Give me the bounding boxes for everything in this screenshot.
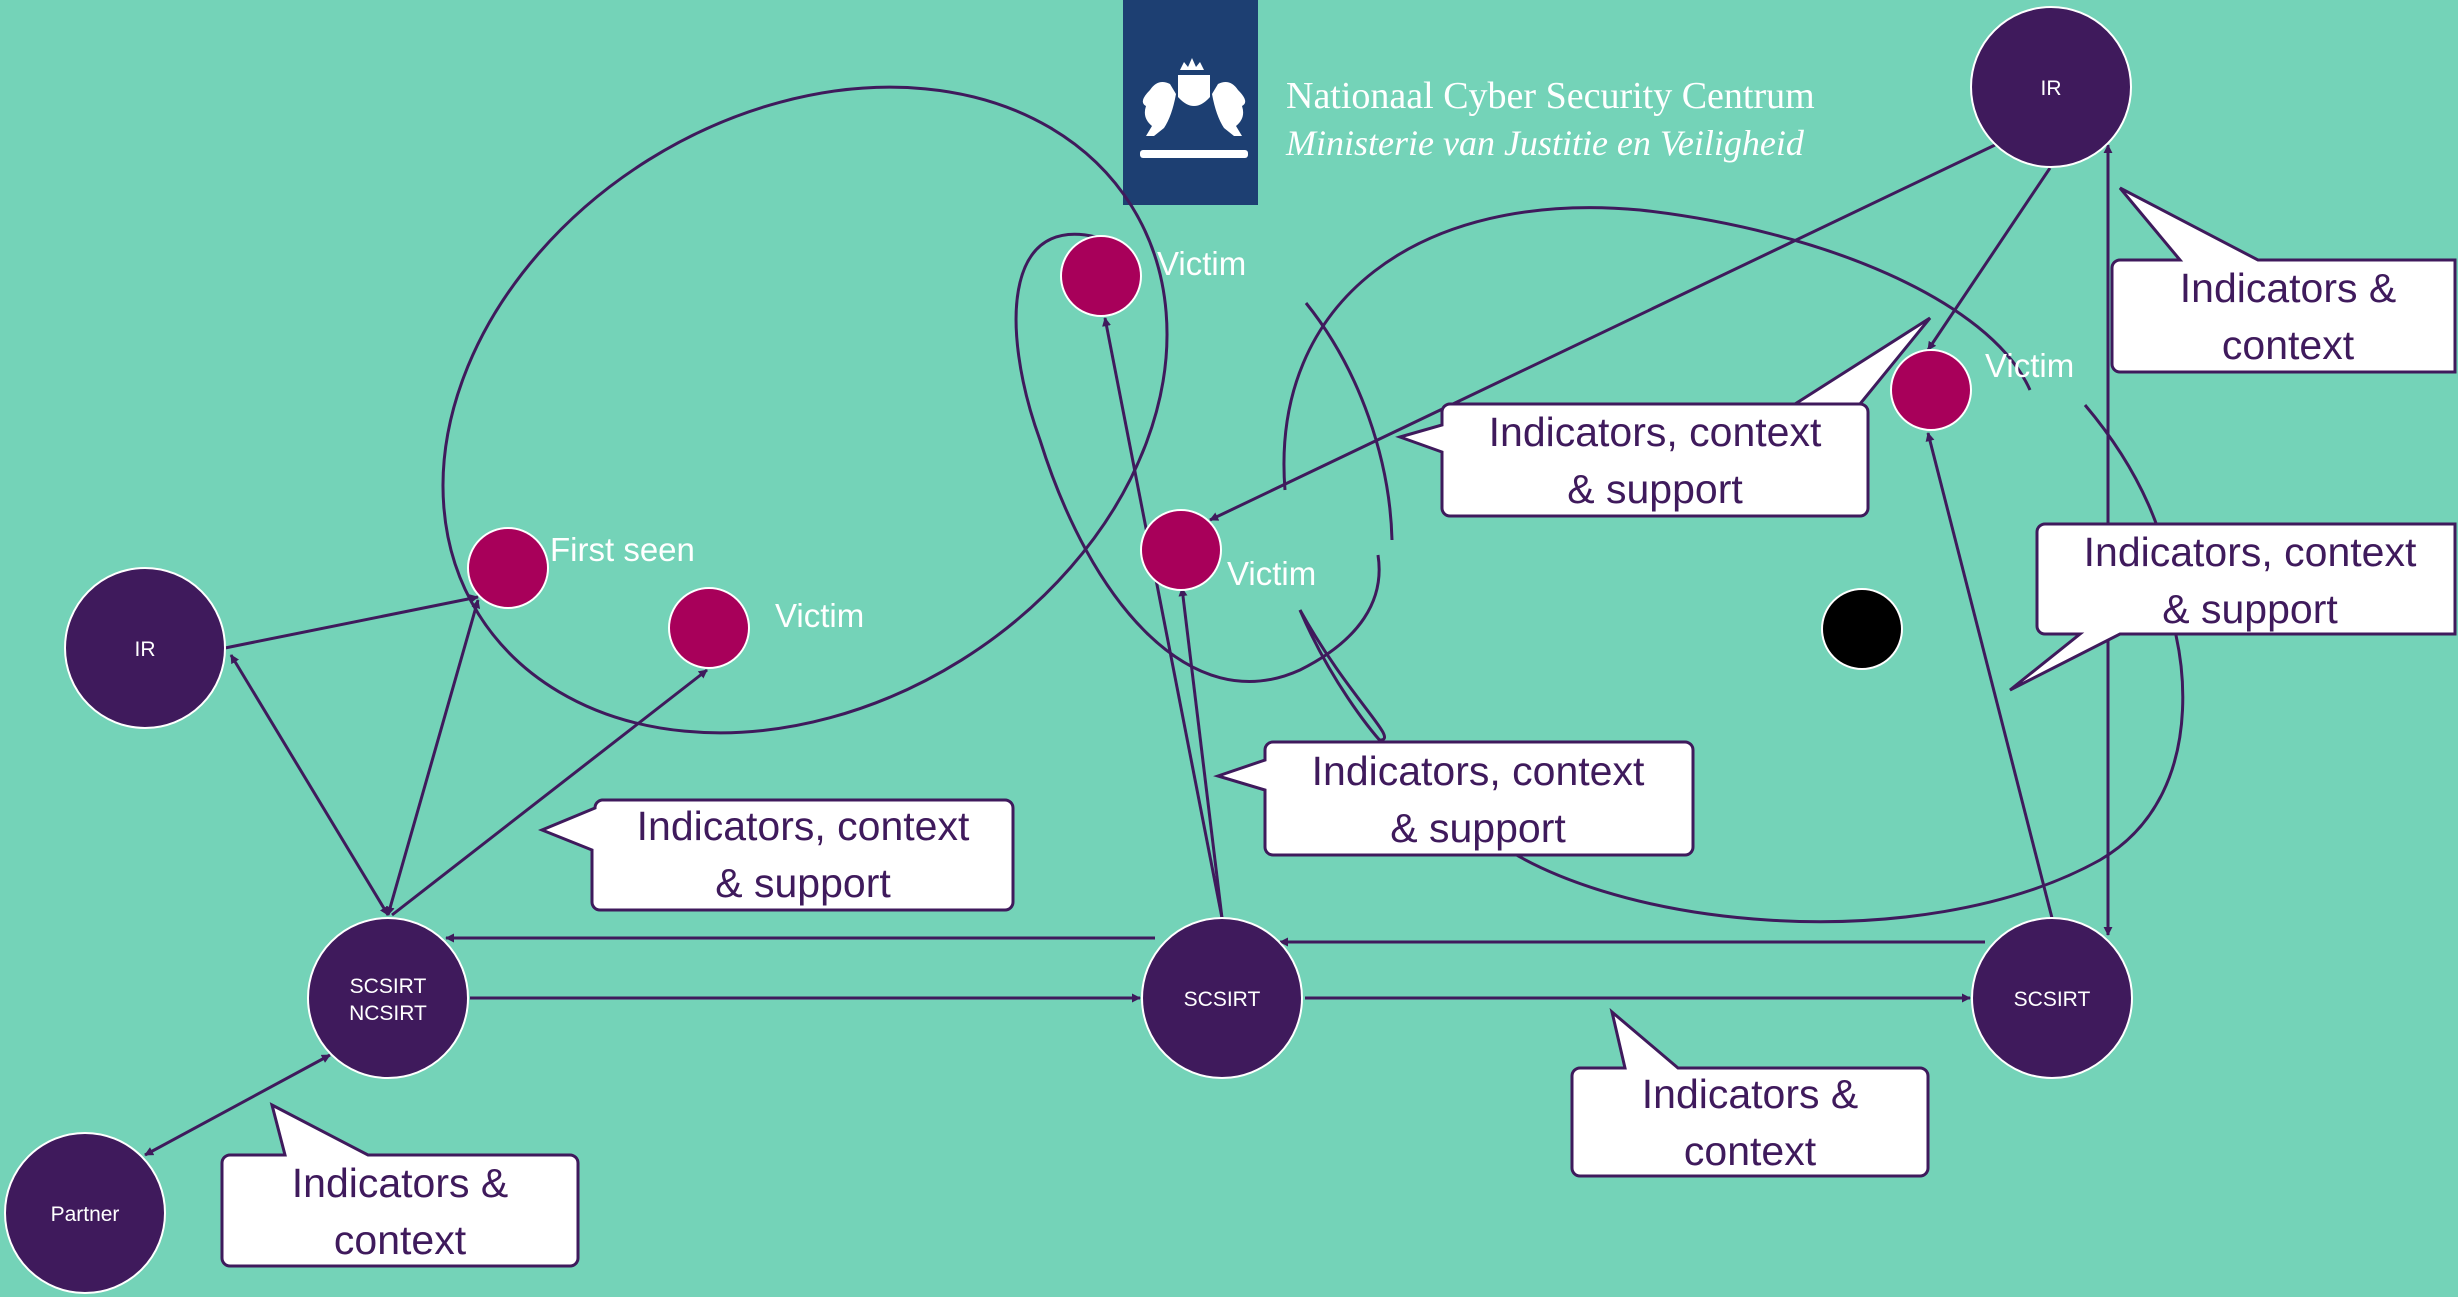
- organization-name: Nationaal Cyber Security Centrum: [1286, 75, 1815, 117]
- cluster-middle-arc-2: [1298, 609, 1386, 742]
- callout-top-right: Indicators & context: [2110, 186, 2457, 374]
- arrow-ir-to-victim-middle: [1209, 143, 1996, 522]
- ir-left-node: [64, 567, 226, 729]
- arrow-ir-to-first-seen: [224, 594, 479, 650]
- callout-right-line1: Indicators, context: [2084, 529, 2417, 575]
- ir-top-right-label: IR: [2041, 77, 2062, 100]
- callout-top-middle: Indicators, context & support: [1395, 316, 1932, 518]
- callout-bottom-middle-bubble: [1570, 1007, 1930, 1178]
- victim-first-seen-label: First seen: [550, 531, 695, 568]
- victim-top-label: Victim: [1157, 245, 1246, 282]
- callout-center-line1: Indicators, context: [1312, 748, 1645, 794]
- callout-top-middle-line2: & support: [1567, 466, 1743, 512]
- callout-center: Indicators, context & support: [1213, 740, 1695, 857]
- arrow-center-to-victim-top: [1102, 317, 1224, 919]
- callout-bottom-left: Indicators & context: [220, 1102, 580, 1268]
- arrow-scsirt-ir-left: [229, 654, 390, 916]
- callout-right-bubble: [2009, 522, 2457, 692]
- callout-bottom-middle: Indicators & context: [1570, 1007, 1930, 1178]
- arrow-center-to-victim-middle: [1178, 587, 1224, 919]
- callout-bottom-middle-line2: context: [1684, 1128, 1817, 1174]
- dutch-coat-of-arms-icon: [1140, 58, 1248, 158]
- victim-right-label: Victim: [1985, 347, 2074, 384]
- victim-middle-label: Victim: [1227, 555, 1316, 592]
- victim-first-seen: [467, 527, 549, 609]
- scsirt-center-label: SCSIRT: [1184, 988, 1261, 1011]
- scsirt-right-label: SCSIRT: [2014, 988, 2091, 1011]
- partner-label: Partner: [51, 1203, 120, 1226]
- cluster-right-arc-bottom: [1479, 589, 2185, 924]
- cluster-middle: [1014, 232, 1381, 683]
- victim-left: [668, 587, 750, 669]
- callout-left-bubble: [538, 798, 1015, 912]
- victim-right: [1890, 349, 1972, 431]
- cluster-right-arc-top: [1282, 206, 2032, 491]
- ncsc-logo: Nationaal Cyber Security Centrum Ministe…: [1123, 0, 1815, 205]
- scsirt-center-node: [1141, 917, 1303, 1079]
- callout-left-line2: & support: [715, 860, 891, 906]
- callout-center-bubble: [1213, 740, 1695, 857]
- victim-nodes: First seen Victim Victim Victim Victim: [467, 235, 2074, 670]
- callout-bottom-left-bubble: [220, 1102, 580, 1268]
- callout-left: Indicators, context & support: [538, 798, 1015, 912]
- unknown-actor-node: [1821, 588, 1903, 670]
- victim-middle: [1140, 509, 1222, 591]
- callout-bottom-left-line2: context: [334, 1217, 467, 1263]
- arrow-partner-scsirt: [144, 1053, 331, 1157]
- ministry-name: Ministerie van Justitie en Veiligheid: [1285, 123, 1805, 163]
- callout-bottom-middle-line1: Indicators &: [1642, 1071, 1859, 1117]
- organization-nodes: IR IR SCSIRT NCSIRT SCSIRT SCSIRT Partne…: [4, 6, 2133, 1294]
- ir-left-label: IR: [135, 638, 156, 661]
- arrow-ir-to-victim-right: [1926, 167, 2052, 351]
- scsirt-ncsirt-label-line2: NCSIRT: [349, 1002, 427, 1025]
- callout-top-right-line2: context: [2222, 322, 2355, 368]
- callout-top-right-line1: Indicators &: [2180, 265, 2397, 311]
- cluster-right-arc-inner: [1298, 609, 1386, 747]
- scsirt-right-node: [1971, 917, 2133, 1079]
- callout-top-middle-line1: Indicators, context: [1489, 409, 1822, 455]
- cluster-middle-arc-1: [1304, 302, 1394, 541]
- callout-top-right-bubble: [2110, 186, 2457, 374]
- arrow-scsirt-to-victim-left: [391, 668, 708, 917]
- callout-top-middle-bubble: [1395, 316, 1932, 518]
- arrow-scsirt-to-first-seen: [385, 599, 481, 916]
- ir-top-right-node: [1970, 6, 2132, 168]
- callout-right-line2: & support: [2162, 586, 2338, 632]
- scsirt-ncsirt-label-line1: SCSIRT: [350, 975, 427, 998]
- partner-node: [4, 1132, 166, 1294]
- callout-center-line2: & support: [1390, 805, 1566, 851]
- callout-left-line1: Indicators, context: [637, 803, 970, 849]
- scsirt-ncsirt-node: [307, 917, 469, 1079]
- arrow-scsirt-right-to-victim-right: [1925, 432, 2054, 919]
- victim-top: [1060, 235, 1142, 317]
- connectors: [144, 143, 2113, 1157]
- victim-left-label: Victim: [775, 597, 864, 634]
- callout-right: Indicators, context & support: [2009, 522, 2457, 692]
- callout-bottom-left-line1: Indicators &: [292, 1160, 509, 1206]
